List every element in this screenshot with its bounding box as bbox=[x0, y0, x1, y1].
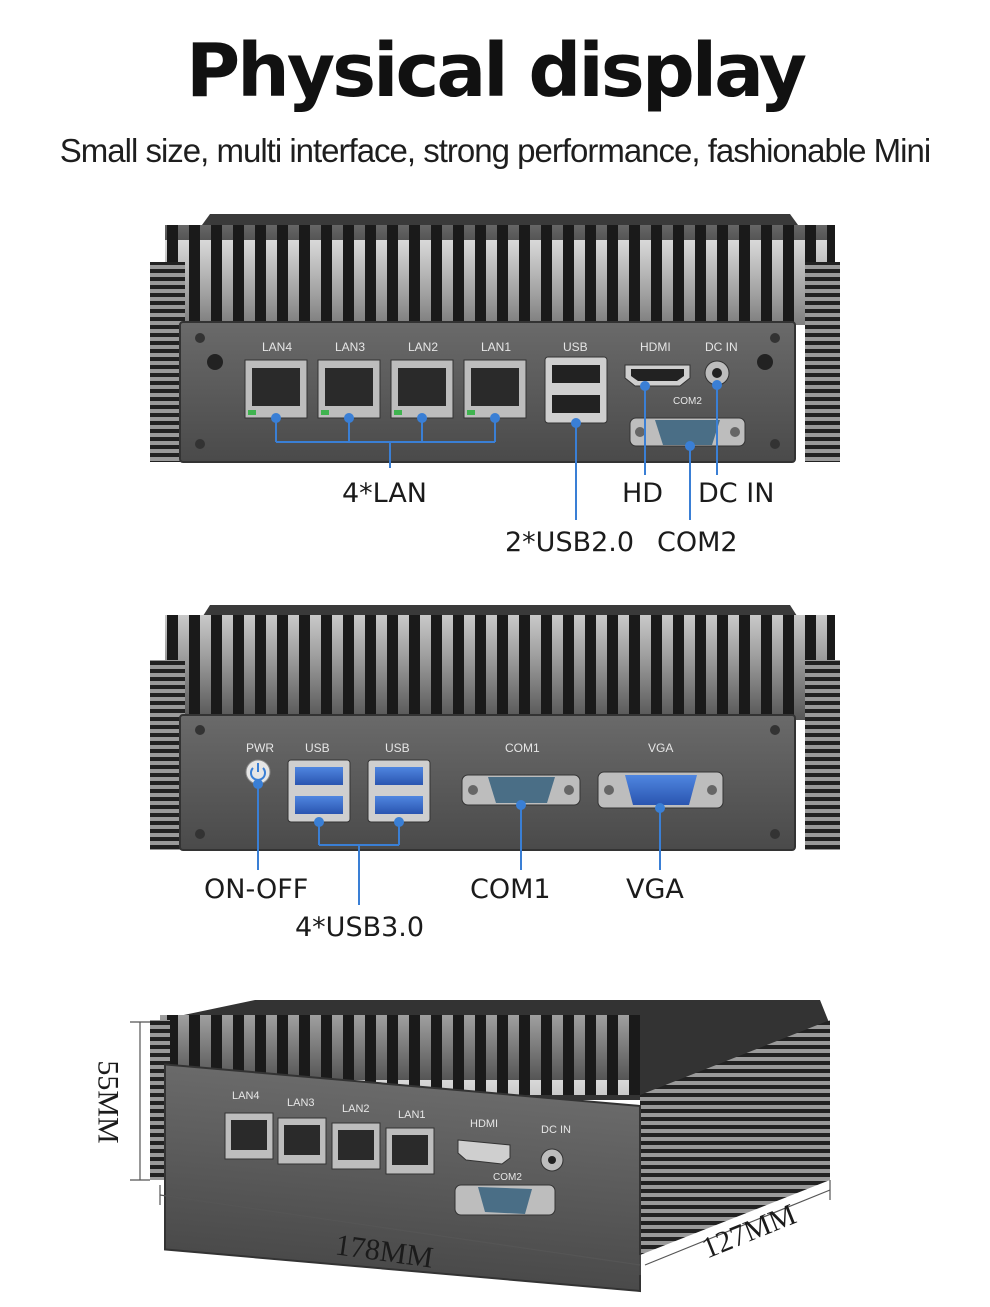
port-label: LAN3 bbox=[287, 1097, 315, 1109]
port-label: USB bbox=[305, 741, 330, 755]
rear-view bbox=[150, 605, 840, 851]
callout-onoff: ON-OFF bbox=[204, 874, 309, 905]
port-label: LAN2 bbox=[408, 340, 439, 354]
dimension-lines bbox=[130, 1021, 831, 1275]
callout-usb30: 4*USB3.0 bbox=[295, 912, 425, 943]
port-label: LAN4 bbox=[262, 340, 293, 354]
callout-usb20: 2*USB2.0 bbox=[505, 527, 635, 558]
port-label: USB bbox=[563, 340, 588, 354]
callout-vga: VGA bbox=[626, 874, 684, 905]
dimension-height: 55MM bbox=[91, 1060, 125, 1144]
callout-hd: HD bbox=[622, 478, 664, 509]
port-label: LAN3 bbox=[335, 340, 366, 354]
port-label: DC IN bbox=[541, 1124, 571, 1136]
port-label: COM1 bbox=[505, 741, 540, 755]
callout-lines bbox=[253, 380, 722, 905]
port-label: USB bbox=[385, 741, 410, 755]
page-subtitle: Small size, multi interface, strong perf… bbox=[59, 132, 931, 169]
callout-4lan: 4*LAN bbox=[342, 478, 428, 509]
port-label: LAN1 bbox=[398, 1109, 426, 1121]
port-label: VGA bbox=[648, 741, 674, 755]
perspective-view bbox=[150, 1000, 830, 1293]
port-label: LAN2 bbox=[342, 1103, 370, 1115]
port-label: COM2 bbox=[493, 1172, 522, 1183]
port-label: PWR bbox=[246, 741, 274, 755]
port-label: COM2 bbox=[673, 396, 702, 407]
port-label: LAN4 bbox=[232, 1090, 260, 1102]
page-title: Physical display bbox=[185, 28, 807, 114]
port-label: HDMI bbox=[470, 1118, 499, 1130]
port-label: LAN1 bbox=[481, 340, 512, 354]
callout-dcin: DC IN bbox=[698, 478, 775, 509]
callout-com1: COM1 bbox=[470, 874, 551, 905]
front-view-1 bbox=[150, 214, 840, 463]
port-label: DC IN bbox=[705, 340, 738, 354]
port-label: HDMI bbox=[640, 340, 671, 354]
callout-com2: COM2 bbox=[657, 527, 738, 558]
